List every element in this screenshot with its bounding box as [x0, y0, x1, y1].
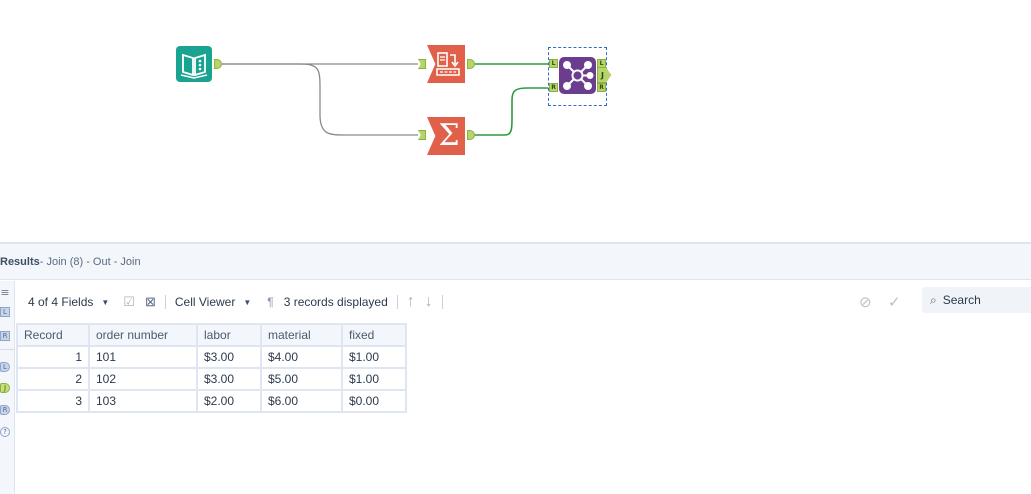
connections [222, 63, 548, 136]
check-all-icon[interactable]: ☑ [123, 294, 135, 309]
table-row[interactable]: 1 101 $3.00 $4.00 $1.00 [16, 345, 407, 369]
fields-dropdown[interactable]: 4 of 4 Fields ▼ [28, 295, 109, 309]
uncheck-all-icon[interactable]: ⊠ [144, 294, 156, 309]
cell-material[interactable]: $4.00 [260, 345, 343, 369]
cell-viewer-label: Cell Viewer [174, 295, 236, 309]
cell-labor[interactable]: $2.00 [196, 389, 262, 413]
input-output-anchor[interactable] [214, 59, 222, 69]
summarize-tool[interactable]: Σ [427, 117, 465, 155]
chevron-down-icon: ▼ [243, 297, 252, 307]
checkmark-icon[interactable]: ✓ [888, 294, 901, 311]
results-table: Record order number labor material fixed… [16, 323, 407, 413]
cell-record[interactable]: 1 [16, 345, 90, 369]
left-input-icon[interactable]: L [0, 307, 10, 317]
pilcrow-icon[interactable]: ¶ [267, 295, 274, 309]
cell-order-number[interactable]: 101 [88, 345, 198, 369]
cell-labor[interactable]: $3.00 [196, 367, 262, 391]
right-output-icon[interactable]: R [0, 405, 10, 415]
book-icon [180, 53, 208, 79]
cell-record[interactable]: 2 [16, 367, 90, 391]
results-title: Results [0, 255, 40, 268]
search-icon: ⌕ [930, 292, 937, 307]
join-left-input[interactable]: L [549, 59, 558, 68]
input-data-tool[interactable] [176, 46, 212, 82]
join-output-icon[interactable]: J [0, 383, 10, 393]
search-placeholder: Search [942, 293, 981, 307]
fields-label: 4 of 4 Fields [28, 295, 94, 309]
help-icon[interactable]: ? [0, 427, 10, 437]
cancel-icon[interactable]: ⊘ [859, 294, 872, 311]
workflow-canvas[interactable]: Σ L R L J R [0, 0, 1031, 242]
sigma-icon: Σ [438, 118, 460, 153]
records-count: 3 records displayed [283, 295, 388, 309]
results-header: Results - Join (8) - Out - Join [0, 244, 1031, 280]
cell-order-number[interactable]: 102 [88, 367, 198, 391]
toolbar-divider [441, 295, 443, 309]
cell-material[interactable]: $6.00 [260, 389, 343, 413]
menu-icon[interactable]: ≡ [0, 285, 10, 299]
chevron-down-icon: ▼ [101, 297, 110, 307]
table-row[interactable]: 2 102 $3.00 $5.00 $1.00 [16, 367, 407, 391]
cell-fixed[interactable]: $1.00 [341, 345, 407, 369]
search-input[interactable]: ⌕ Search [922, 287, 1031, 313]
cell-fixed[interactable]: $0.00 [341, 389, 407, 413]
cell-labor[interactable]: $3.00 [196, 345, 262, 369]
select-output-anchor[interactable] [467, 59, 475, 69]
toolbar-divider [396, 295, 398, 309]
right-input-icon[interactable]: R [0, 331, 10, 341]
results-breadcrumb: - Join (8) - Out - Join [39, 255, 141, 268]
cell-fixed[interactable]: $1.00 [341, 367, 407, 391]
join-right-input[interactable]: R [549, 83, 558, 92]
results-side-bar: ≡ L R L J R ? [0, 281, 15, 494]
column-header-fixed[interactable]: fixed [341, 323, 407, 347]
summarize-output-anchor[interactable] [467, 130, 475, 140]
column-header-material[interactable]: material [260, 323, 343, 347]
join-network-icon [563, 61, 594, 90]
cell-material[interactable]: $5.00 [260, 367, 343, 391]
side-divider [0, 349, 14, 350]
results-toolbar: 4 of 4 Fields ▼ ☑ ⊠ Cell Viewer ▼ ¶ 3 re… [16, 281, 1031, 323]
table-header-row: Record order number labor material fixed [16, 323, 407, 347]
cell-viewer-dropdown[interactable]: Cell Viewer ▼ [175, 295, 251, 309]
toolbar-divider [164, 295, 166, 309]
cell-record[interactable]: 3 [16, 389, 90, 413]
cell-order-number[interactable]: 103 [88, 389, 198, 413]
join-left-output[interactable]: L [597, 59, 606, 68]
join-tool[interactable] [559, 57, 596, 94]
column-header-record[interactable]: Record [16, 323, 90, 347]
arrow-up-icon[interactable]: ↑ [406, 293, 415, 310]
record-transform-icon [436, 52, 460, 76]
arrow-down-icon[interactable]: ↓ [424, 293, 433, 310]
results-panel: Results - Join (8) - Out - Join ≡ L R L … [0, 242, 1031, 494]
join-right-output[interactable]: R [597, 83, 606, 92]
column-header-order-number[interactable]: order number [88, 323, 198, 347]
column-header-labor[interactable]: labor [196, 323, 262, 347]
table-row[interactable]: 3 103 $2.00 $6.00 $0.00 [16, 389, 407, 413]
join-j-output[interactable]: J [597, 67, 611, 83]
left-output-icon[interactable]: L [0, 362, 10, 372]
